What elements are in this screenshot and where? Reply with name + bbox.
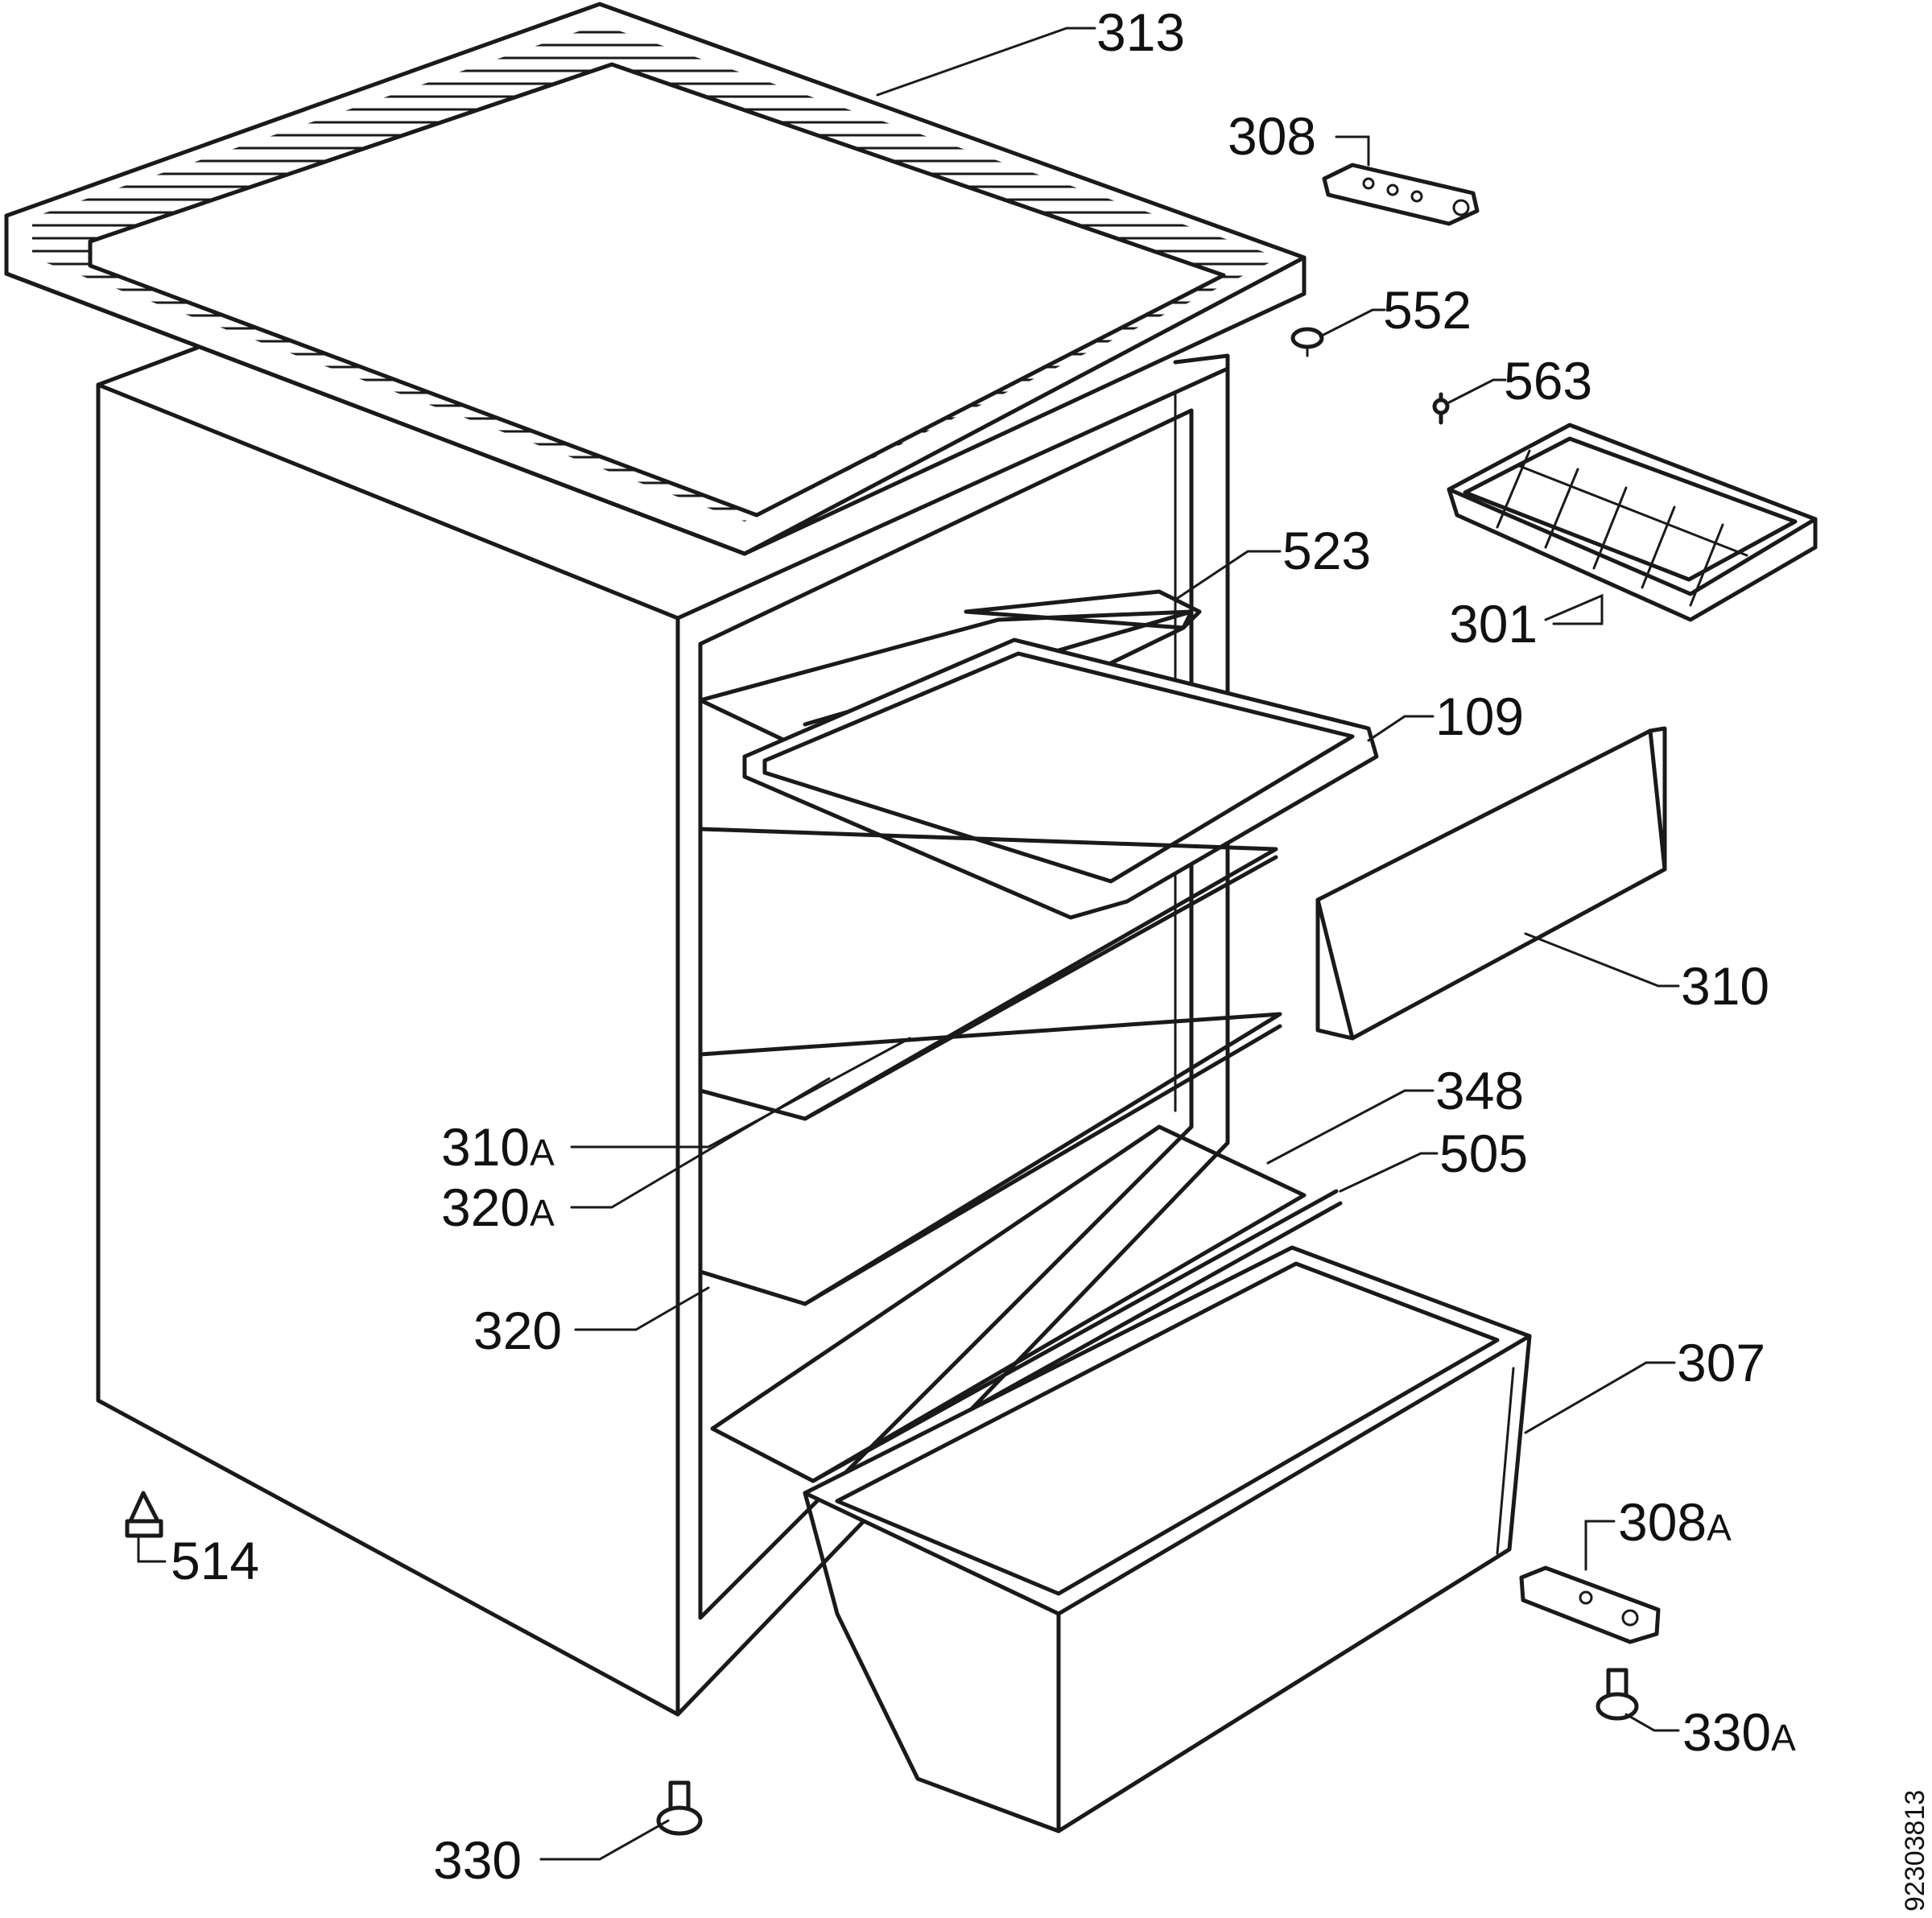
freezer-compartment [698,589,1379,920]
adjustable-foot-330 [656,1780,703,1836]
cabinet-side-panel [96,382,680,1717]
crisper-drawer [803,1245,1532,1833]
adjustable-foot-330a [1596,1668,1639,1721]
small-fastener-552 [1290,327,1324,357]
upper-shelf [698,827,1278,1121]
part-label-313: 313 [1096,2,1185,62]
top-hinge [1322,163,1480,226]
part-label-552: 552 [1383,280,1472,340]
part-label-307: 307 [1677,1333,1765,1392]
part-label-310a: 310A [441,1117,555,1177]
part-label-523: 523 [1282,521,1371,580]
leader-lines [137,27,1680,1861]
small-fastener-563 [1432,392,1450,425]
part-label-563: 563 [1504,351,1592,410]
bottom-hinge [1519,1565,1661,1644]
freezer-flap [1315,726,1667,1041]
lower-shelf [698,1012,1282,1306]
foot-514 [125,1491,163,1538]
part-labels: 313 308 552 563 523 301 109 310 348 505 … [171,2,1796,1890]
top-cover [4,2,1307,556]
part-label-505: 505 [1439,1124,1528,1183]
cabinet-front-frame [675,366,1230,1717]
document-number: 92303813 [1900,1790,1930,1912]
part-label-514: 514 [171,1531,259,1590]
part-label-310: 310 [1681,956,1769,1016]
part-label-330: 330 [433,1830,522,1890]
part-label-109: 109 [1435,687,1524,746]
part-label-308: 308 [1228,106,1316,166]
part-label-301: 301 [1449,594,1538,654]
cabinet-top-edge [96,345,200,387]
part-label-348: 348 [1435,1061,1524,1120]
part-label-308a: 308A [1618,1492,1732,1552]
part-label-320a: 320A [441,1178,555,1237]
part-label-330a: 330A [1682,1702,1796,1762]
part-label-320: 320 [473,1301,562,1360]
ice-cube-tray [1447,423,1818,622]
